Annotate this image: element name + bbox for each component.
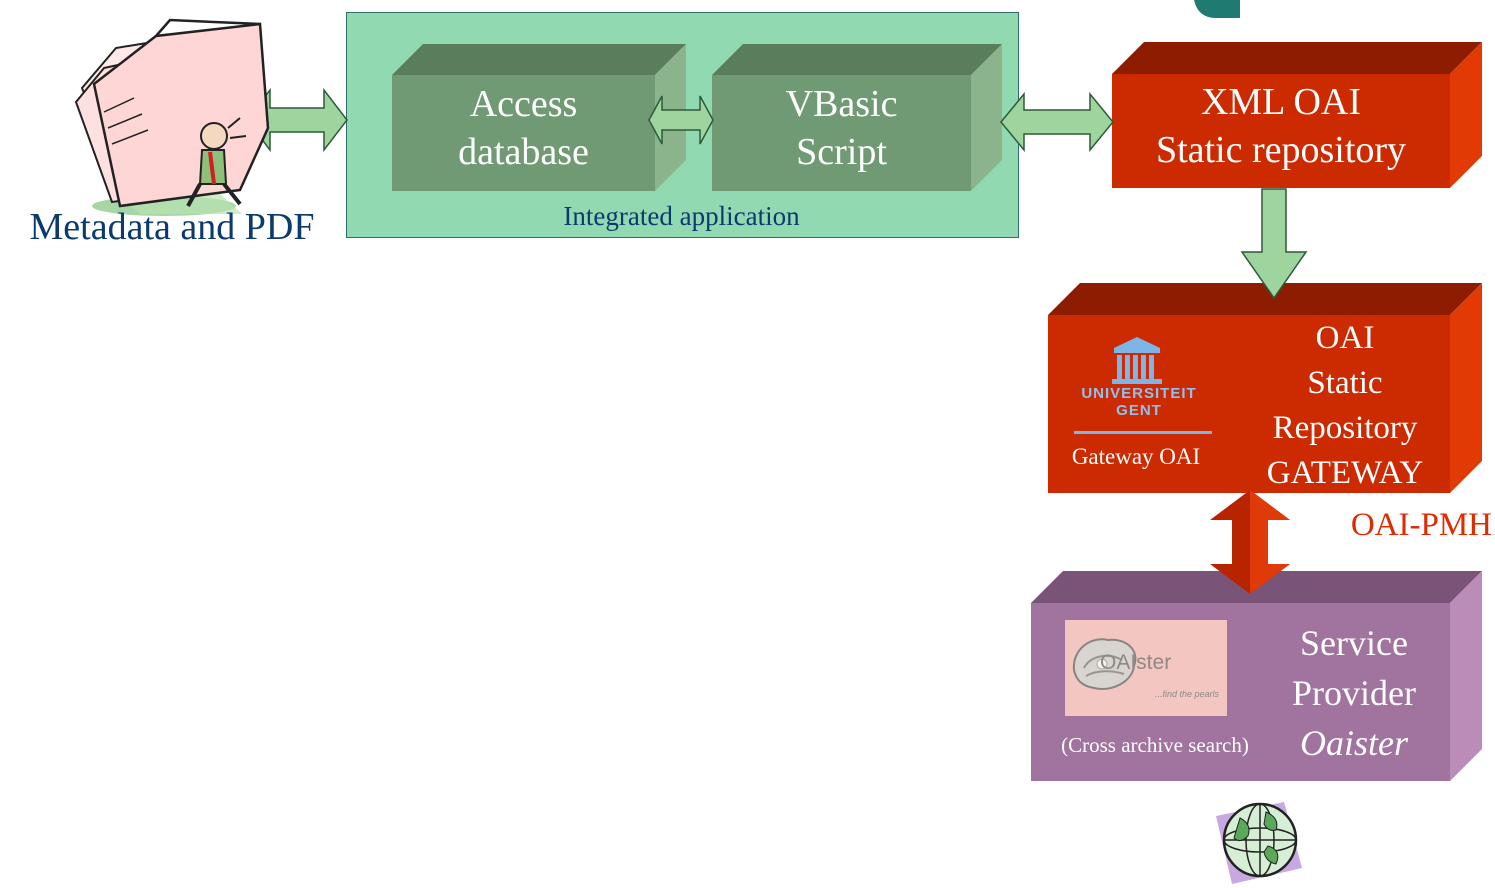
- access-database-label: Access database: [458, 83, 589, 173]
- vbasic-script-label: VBasic Script: [785, 83, 898, 173]
- service-provider-caption: (Cross archive search): [1061, 733, 1249, 757]
- arrow-source-to-app: [246, 88, 348, 152]
- oyster-logo-icon: [1072, 638, 1137, 690]
- gateway-logo-caption: Gateway OAI: [1071, 444, 1201, 469]
- top-edge-shape: [1194, 0, 1240, 18]
- oaister-logo-tagline: ...find the pearls: [1154, 689, 1220, 699]
- vbasic-script-box: [712, 44, 1002, 191]
- service-provider-name: Oaister: [1300, 723, 1408, 763]
- gateway-label: OAI Static Repository GATEWAY: [1266, 320, 1424, 491]
- xml-repository-label: XML OAI Static repository: [1155, 81, 1407, 171]
- arrow-app-to-xml: [1000, 92, 1114, 152]
- globe-icon: [1216, 802, 1302, 884]
- arrow-access-to-vbasic: [648, 95, 714, 145]
- gateway-box: [1048, 283, 1482, 493]
- oai-pmh-label: OAI-PMH: [1350, 507, 1492, 543]
- xml-repository-box: [1112, 42, 1482, 188]
- university-logo-text: UNIVERSITEIT GENT: [1081, 385, 1197, 419]
- source-caption: Metadata and PDF: [29, 206, 315, 248]
- oaister-logo-text: OAIster: [1100, 651, 1172, 674]
- integrated-application-label: Integrated application: [563, 201, 800, 231]
- oai-pmh-arrow: [1210, 490, 1290, 594]
- folder-clipart-icon: [74, 18, 270, 216]
- university-building-icon: [1112, 337, 1162, 384]
- university-logo-underline: [1074, 431, 1212, 434]
- access-database-box: [392, 44, 686, 191]
- service-provider-label: Service Provider: [1292, 623, 1416, 713]
- arrow-xml-to-gateway: [1240, 188, 1308, 300]
